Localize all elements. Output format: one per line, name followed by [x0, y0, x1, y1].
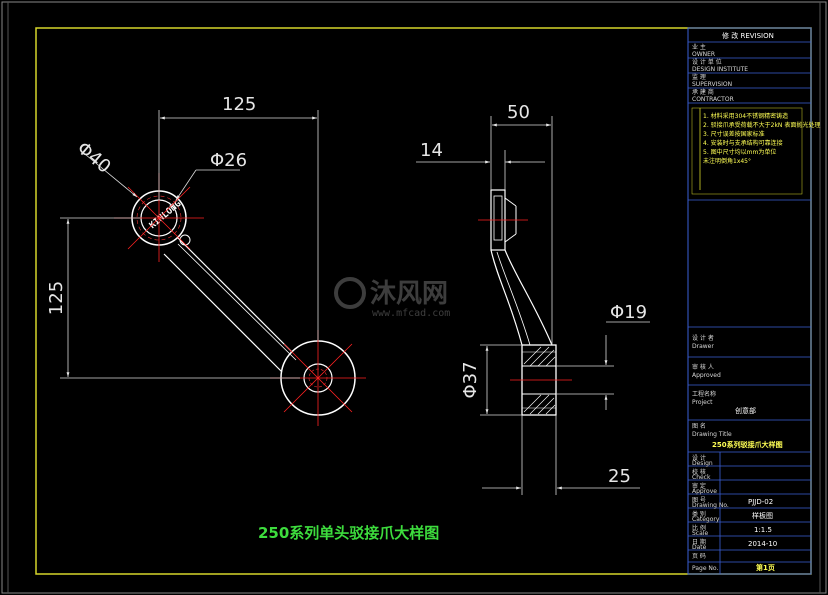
watermark-text: 沐风网 — [370, 279, 448, 309]
dim-bore-dia: Φ26 — [210, 150, 247, 171]
tb-note: 3. 尺寸误差按国家标准 — [703, 130, 765, 138]
tb-supervision-en: SUPERVISION — [692, 81, 732, 88]
tb-row-en: Approve — [692, 488, 717, 495]
tb-owner-en: OWNER — [692, 51, 715, 58]
tb-row-label: 图 号 — [692, 497, 706, 504]
tb-title-en: Drawing Title — [692, 431, 732, 438]
tb-row-en: Category — [692, 516, 720, 523]
side-view: 50 14 Φ37 Φ19 25 — [416, 102, 650, 495]
tb-row-value: 1:1.5 — [754, 526, 772, 534]
tb-revision: 修 改 REVISION — [722, 31, 774, 40]
front-view: KINLONG 125 1 — [46, 94, 366, 426]
dim-hub-width: 25 — [608, 466, 631, 487]
ring-marking: KINLONG — [148, 199, 183, 231]
side-dimensions — [416, 116, 650, 495]
tb-row-en: Scale — [692, 530, 708, 537]
tb-supervision-label: 监 理 — [692, 73, 706, 81]
dim-outer-dia: Φ40 — [73, 138, 115, 178]
dim-overall-width: 50 — [507, 102, 530, 123]
tb-owner-label: 业 主 — [692, 43, 706, 51]
tb-row-label: 日 期 — [692, 538, 706, 546]
tb-drawer-label: 设 计 者 — [692, 334, 714, 342]
tb-row-en: Page No. — [692, 565, 718, 572]
tb-rows: 设 计 Design 校 核 Check 审 定 Approve 图 号 Dra… — [692, 454, 777, 572]
tb-row-label: 类 别 — [692, 510, 706, 518]
tb-company: 创意部 — [735, 406, 756, 415]
dim-top-thickness: 14 — [420, 140, 443, 161]
tb-row-label: 审 定 — [692, 482, 706, 490]
tb-title-label: 图 名 — [692, 422, 706, 430]
tb-drawer-en: Drawer — [692, 343, 714, 350]
tb-row-en: Design — [692, 460, 713, 467]
tb-row-value: 样板图 — [752, 511, 773, 520]
tb-row-en: Date — [692, 544, 707, 551]
tb-row-value: PJJD-02 — [748, 498, 773, 506]
tb-designer-label: 设 计 单 位 — [692, 58, 722, 66]
tb-note: 5. 图中尺寸均以mm为单位 — [703, 148, 776, 156]
title-block: 修 改 REVISION 业 主 OWNER 设 计 单 位 DESIGN IN… — [687, 27, 820, 575]
tb-row-label: 设 计 — [692, 454, 706, 462]
tb-note: 未注明倒角1x45° — [703, 157, 751, 165]
tb-designer-en: DESIGN INSTITUTE — [692, 66, 748, 73]
tb-approved-en: Approved — [692, 372, 721, 379]
tb-contractor-label: 承 建 商 — [692, 88, 714, 96]
dim-bore-dia-side: Φ19 — [610, 302, 647, 323]
tb-note: 1. 材料采用304不锈钢精密铸造 — [703, 112, 788, 120]
watermark: 沐风网 www.mfcad.com — [334, 277, 450, 319]
hub-hatch — [523, 346, 556, 415]
tb-notes: 1. 材料采用304不锈钢精密铸造 2. 驳接爪承受荷载不大于2kN 表面抛光处… — [703, 112, 820, 165]
tb-row-label: 页 码 — [692, 552, 706, 560]
tb-project-label: 工程名称 — [692, 390, 716, 398]
drawing-title: 250系列单头驳接爪大样图 — [258, 524, 439, 542]
tb-row-label: 比 例 — [692, 524, 706, 532]
front-dimensions — [60, 110, 319, 379]
tb-note: 4. 安装时与支承结构可靠连接 — [703, 139, 783, 147]
dim-center-distance-h: 125 — [222, 94, 256, 115]
watermark-url: www.mfcad.com — [372, 308, 450, 319]
tb-title-value: 250系列驳接爪大样图 — [712, 440, 783, 449]
side-centerlines — [478, 219, 572, 381]
dim-center-distance-v: 125 — [46, 281, 67, 315]
tb-contractor-en: CONTRACTOR — [692, 96, 734, 103]
tb-row-value: 第1页 — [756, 563, 775, 572]
tb-note: 2. 驳接爪承受荷载不大于2kN 表面抛光处理 — [703, 121, 820, 129]
dim-hub-dia: Φ37 — [460, 361, 481, 398]
tb-approved-label: 审 核 人 — [692, 363, 714, 371]
tb-row-value: 2014-10 — [748, 540, 777, 548]
tb-row-en: Check — [692, 474, 711, 481]
tb-row-label: 校 核 — [692, 468, 706, 476]
watermark-logo-icon — [334, 277, 366, 309]
tb-project-en: Project — [692, 399, 713, 406]
tb-row-en: Drawing No. — [692, 502, 729, 509]
